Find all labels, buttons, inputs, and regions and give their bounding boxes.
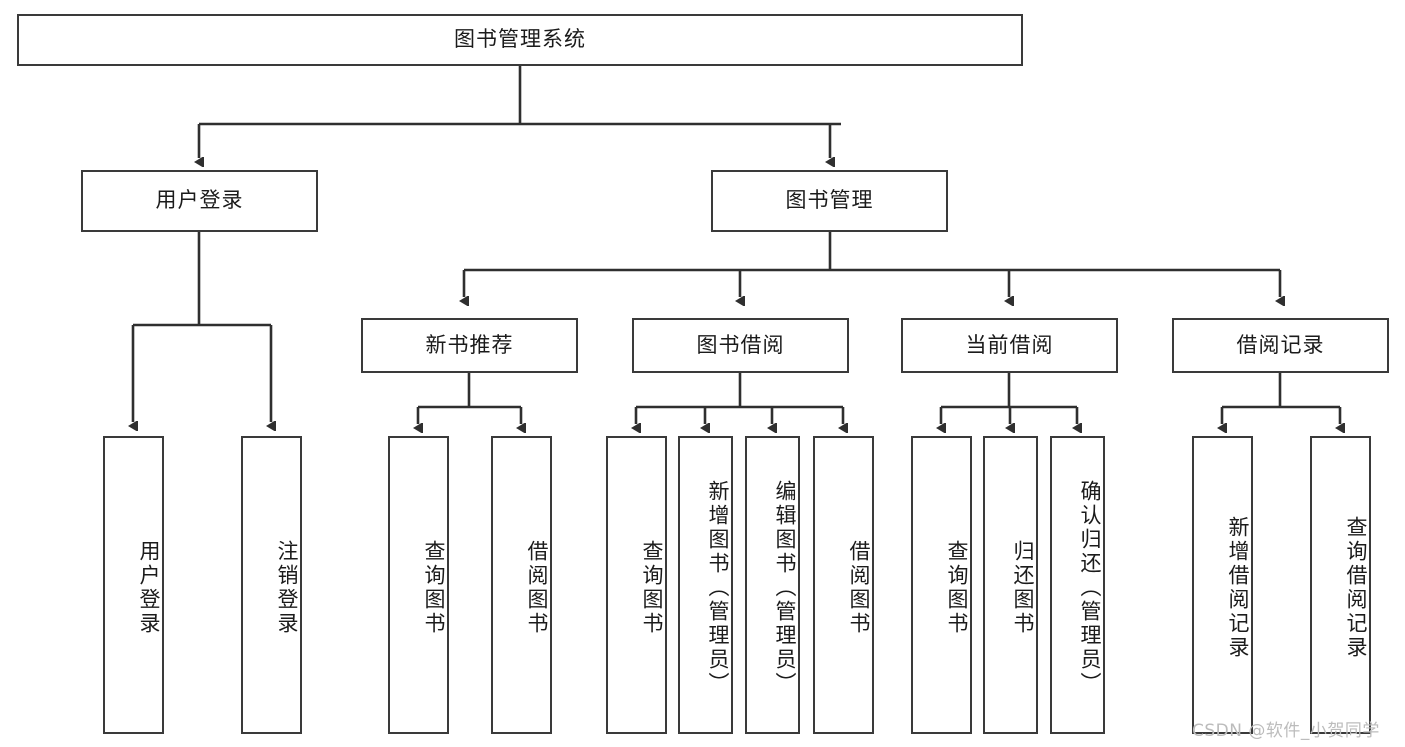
node-label: 图书借阅 [696,332,785,357]
leaf-borrow-record-query[interactable]: 查询借阅记录 [1310,436,1371,734]
node-label: 注销登录 [275,540,299,636]
leaf-book-borrow-add[interactable]: 新增图书（管理员） [678,436,733,734]
node-root-system[interactable]: 图书管理系统 [17,14,1023,66]
node-label: 当前借阅 [965,332,1054,357]
node-label: 查询图书 [945,540,969,636]
leaf-current-borrow-confirm[interactable]: 确认归还（管理员） [1050,436,1105,734]
node-label: 新书推荐 [425,332,514,357]
node-label: 用户登录 [137,540,161,636]
leaf-current-borrow-return[interactable]: 归还图书 [983,436,1038,734]
leaf-book-borrow-lend[interactable]: 借阅图书 [813,436,874,734]
node-book-borrow[interactable]: 图书借阅 [632,318,849,373]
node-label: 图书管理 [785,188,874,213]
leaf-user-login-logout[interactable]: 注销登录 [241,436,302,734]
node-label: 查询图书 [640,540,664,636]
csdn-watermark: CSDN @软件_小贺同学 [1192,721,1380,741]
node-label: 用户登录 [155,188,244,213]
leaf-borrow-record-add[interactable]: 新增借阅记录 [1192,436,1253,734]
node-label: 查询图书 [422,540,446,636]
node-user-login[interactable]: 用户登录 [81,170,318,232]
node-label: 借阅图书 [525,540,549,636]
node-book-manage[interactable]: 图书管理 [711,170,948,232]
node-label: 归还图书 [1011,540,1035,636]
node-borrow-record[interactable]: 借阅记录 [1172,318,1389,373]
leaf-new-book-query[interactable]: 查询图书 [388,436,449,734]
node-label: 借阅图书 [847,540,871,636]
node-current-borrow[interactable]: 当前借阅 [901,318,1118,373]
node-label: 新增图书（管理员） [706,480,730,696]
leaf-book-borrow-query[interactable]: 查询图书 [606,436,667,734]
node-label: 查询借阅记录 [1344,516,1368,660]
node-label: 借阅记录 [1236,332,1325,357]
node-label: 编辑图书（管理员） [773,480,797,696]
node-new-book-recommend[interactable]: 新书推荐 [361,318,578,373]
node-label: 确认归还（管理员） [1078,480,1102,696]
leaf-current-borrow-query[interactable]: 查询图书 [911,436,972,734]
leaf-new-book-borrow[interactable]: 借阅图书 [491,436,552,734]
node-label: 图书管理系统 [454,27,586,52]
leaf-book-borrow-edit[interactable]: 编辑图书（管理员） [745,436,800,734]
node-label: 新增借阅记录 [1226,516,1250,660]
leaf-user-login-login[interactable]: 用户登录 [103,436,164,734]
